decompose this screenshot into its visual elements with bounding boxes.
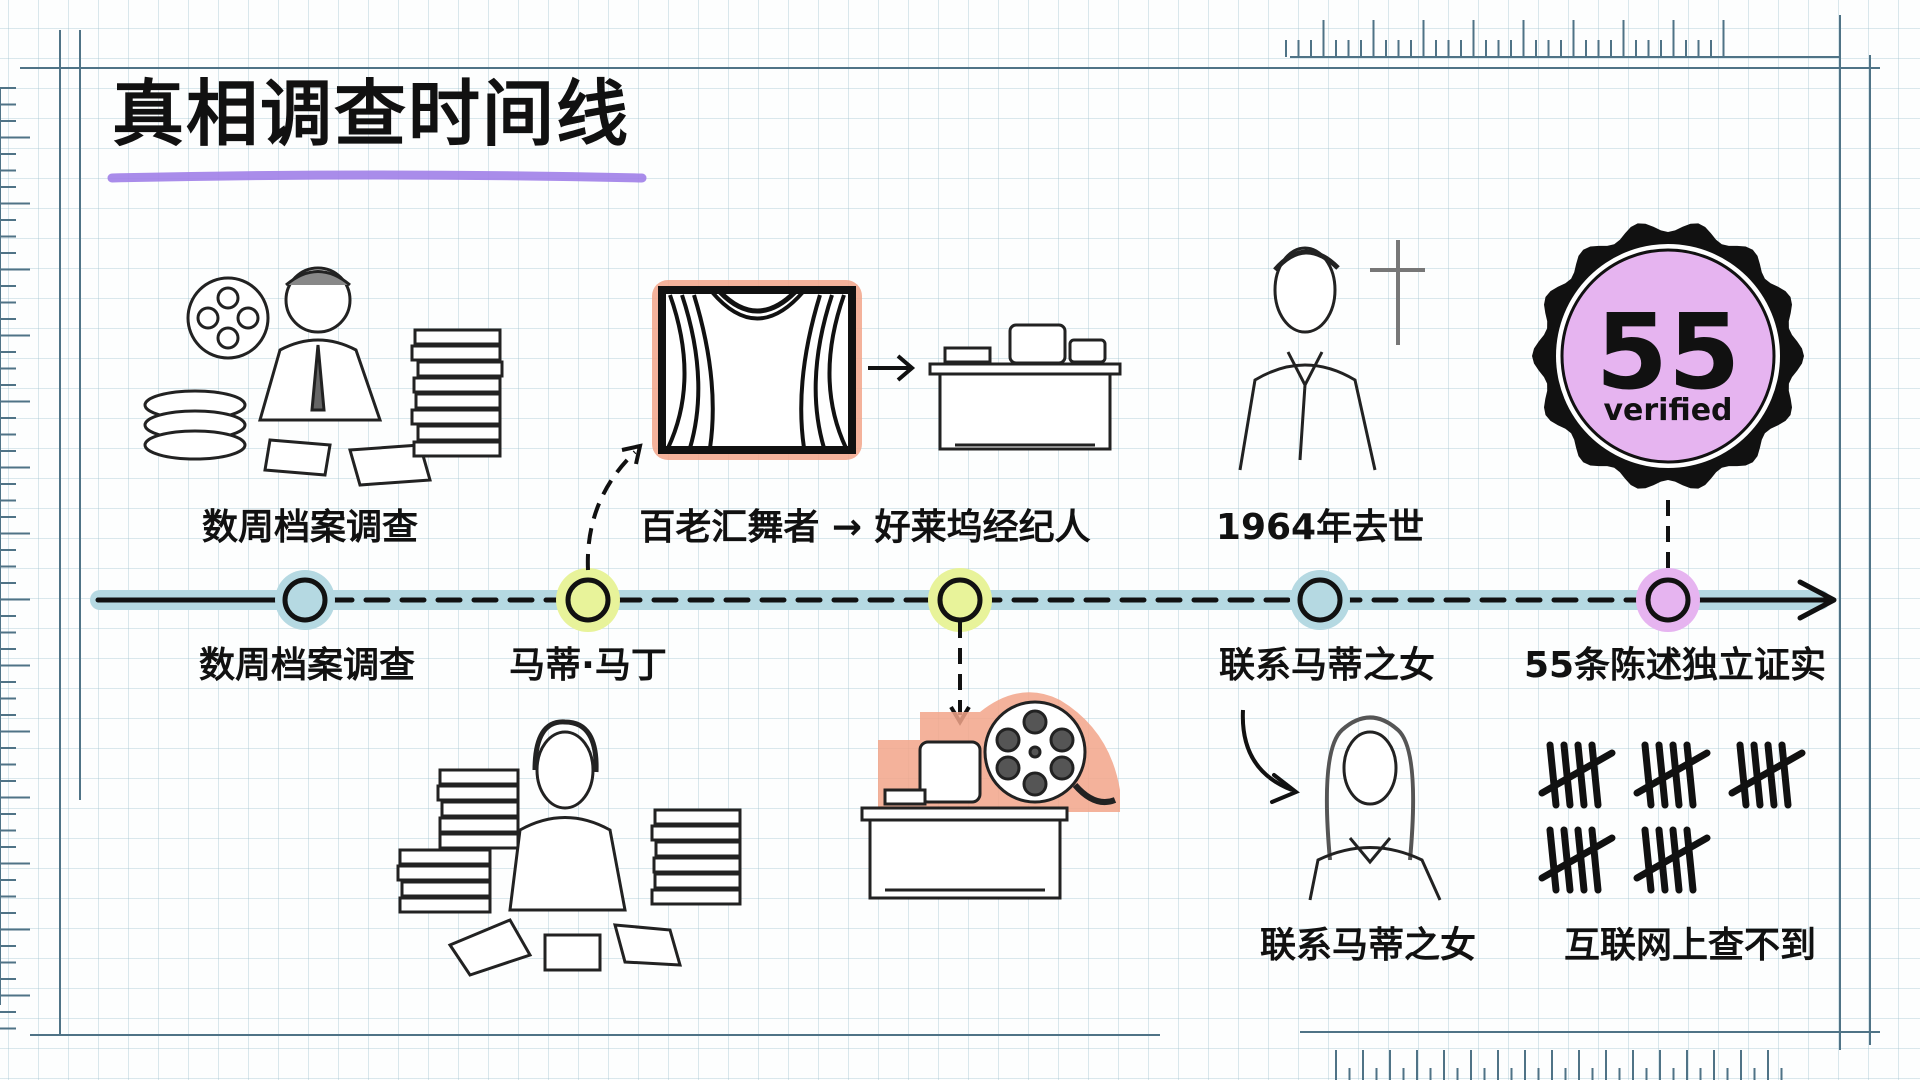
verified-badge-icon bbox=[1532, 223, 1804, 489]
timeline-node-archive[interactable] bbox=[275, 570, 335, 630]
label-death-below: 联系马蒂之女 bbox=[1218, 645, 1436, 686]
page-title: 真相调查时间线 bbox=[112, 72, 631, 156]
label-verified-below: 55条陈述独立证实 bbox=[1523, 645, 1827, 686]
timeline-node-career[interactable] bbox=[928, 568, 992, 632]
timeline-node-verified[interactable] bbox=[1636, 568, 1700, 632]
arrow-right-icon bbox=[868, 354, 916, 382]
tally-marks-icon bbox=[1538, 741, 1806, 894]
man-in-suit-with-cross-icon bbox=[1238, 240, 1425, 471]
label-death-above: 1964年去世 bbox=[1215, 507, 1425, 548]
caption-daughter: 联系马蒂之女 bbox=[1259, 925, 1477, 966]
caption-internet: 互联网上查不到 bbox=[1563, 925, 1817, 966]
man-at-desk-with-film-reels-icon bbox=[143, 266, 504, 487]
arrow-up-right-icon bbox=[621, 443, 643, 465]
dashed-curve-connector bbox=[585, 450, 637, 571]
office-desk-icon bbox=[928, 323, 1122, 451]
stage-curtain-icon bbox=[652, 280, 862, 460]
arrow-right-icon bbox=[1270, 773, 1300, 804]
desk-with-film-reel-icon bbox=[860, 692, 1120, 900]
arrow-right-icon bbox=[1797, 579, 1837, 621]
curved-arrow-connector bbox=[1240, 709, 1293, 792]
label-archive-above: 数周档案调查 bbox=[201, 507, 419, 548]
daughter-portrait-icon bbox=[1308, 715, 1442, 901]
woman-with-document-stacks-icon bbox=[396, 719, 742, 977]
timeline-node-marty[interactable] bbox=[556, 568, 620, 632]
label-marty-below: 马蒂·马丁 bbox=[509, 645, 667, 686]
timeline-node-death[interactable] bbox=[1290, 570, 1350, 630]
badge-text: verified bbox=[1603, 393, 1733, 428]
label-archive-below: 数周档案调查 bbox=[198, 645, 416, 686]
badge-number: 55 bbox=[1595, 291, 1741, 413]
label-career-above: 百老汇舞者 → 好莱坞经纪人 bbox=[639, 507, 1091, 548]
